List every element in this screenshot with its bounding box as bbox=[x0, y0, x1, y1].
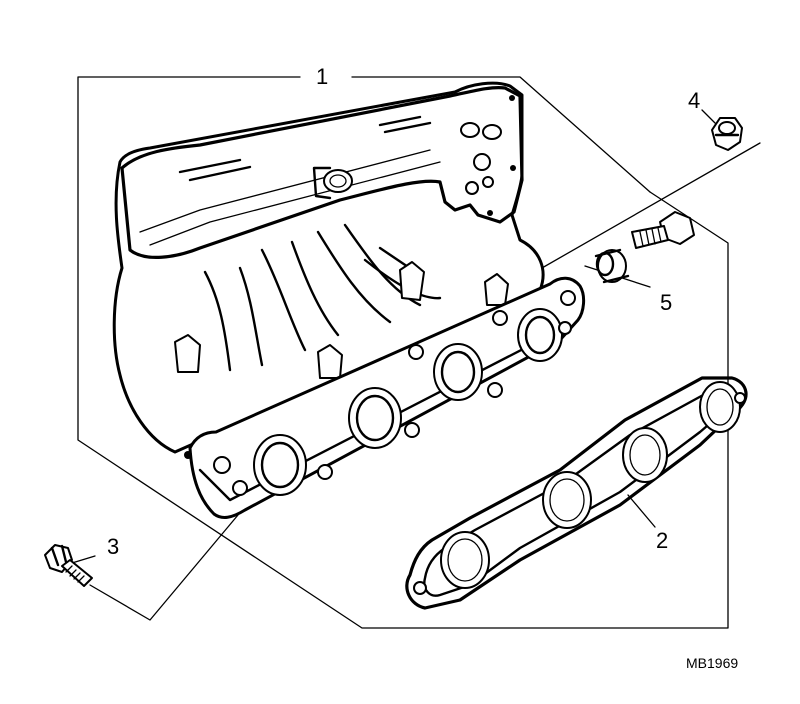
flange-dowel bbox=[184, 451, 192, 459]
callout-1-boundary-line-right bbox=[351, 76, 651, 193]
flange-hole bbox=[465, 181, 479, 195]
intake-manifold bbox=[112, 81, 545, 454]
flange-stud bbox=[482, 124, 502, 140]
manifold-gasket bbox=[405, 376, 748, 610]
flange-bolt-hole bbox=[492, 310, 508, 326]
stud-thread bbox=[639, 227, 662, 247]
callout-label-3: 3 bbox=[107, 534, 120, 559]
gasket-port-inner bbox=[549, 478, 585, 522]
callout-3-pointer-line bbox=[71, 555, 96, 564]
flange-bolt-dot bbox=[487, 210, 493, 216]
gasket-port-inner bbox=[706, 388, 734, 426]
spacer-edge bbox=[594, 248, 630, 284]
callout-2-leader-line bbox=[627, 494, 656, 528]
callout-1-boundary-line bbox=[77, 76, 729, 629]
callout-4-leader-line bbox=[534, 142, 761, 273]
manifold-ribs bbox=[178, 115, 432, 182]
nut-bore bbox=[718, 121, 736, 135]
injector-boss bbox=[317, 344, 343, 379]
flange-bolt-hole bbox=[560, 290, 576, 306]
manifold-top-rail bbox=[120, 86, 524, 259]
flange-bolt bbox=[44, 544, 93, 587]
port-bore bbox=[260, 441, 300, 489]
flange-bolt-hole bbox=[558, 321, 572, 335]
runner-2 bbox=[260, 240, 340, 352]
flange-bolt-hole bbox=[408, 344, 424, 360]
gasket-port-inner bbox=[447, 538, 483, 582]
gasket-bolt-hole bbox=[734, 392, 746, 404]
callout-label-4: 4 bbox=[688, 88, 701, 113]
injector-boss bbox=[399, 261, 425, 301]
flange-nut bbox=[711, 117, 743, 151]
manifold-boss bbox=[323, 169, 353, 193]
bolt-head-flats bbox=[50, 544, 68, 567]
flange-hole bbox=[482, 176, 494, 188]
manifold-boss-bore bbox=[329, 174, 347, 188]
flange-bolt-hole bbox=[404, 422, 420, 438]
flange-bolt-hole bbox=[232, 480, 248, 496]
flange-bolt-hole bbox=[213, 456, 231, 474]
gasket-bolt-hole bbox=[413, 581, 427, 595]
port-bore bbox=[524, 315, 556, 355]
manifold-head-flange bbox=[184, 276, 586, 519]
injector-boss bbox=[484, 273, 509, 306]
flange-bolt-hole bbox=[317, 464, 333, 480]
injector-boss bbox=[174, 334, 201, 373]
callout-label-2: 2 bbox=[656, 528, 669, 553]
leader-lines bbox=[71, 76, 761, 629]
callout-label-5: 5 bbox=[660, 290, 673, 315]
drawing-code: MB1969 bbox=[686, 655, 739, 671]
flange-bolt-dot bbox=[509, 95, 515, 101]
bolt-shank bbox=[61, 559, 93, 587]
flange-bolt-dot bbox=[510, 165, 516, 171]
stud-and-spacer bbox=[594, 211, 695, 284]
manifold-boss-edge bbox=[312, 166, 332, 200]
flange-hole bbox=[473, 153, 491, 171]
callout-4-pointer-line bbox=[701, 109, 716, 124]
flange-stud bbox=[460, 122, 480, 138]
manifold-rail-contours bbox=[139, 149, 441, 246]
bolt-thread bbox=[65, 565, 85, 583]
callout-3-leader-line bbox=[89, 514, 239, 621]
port-bore bbox=[440, 350, 476, 394]
manifold-body bbox=[112, 81, 545, 454]
gasket-outline bbox=[405, 376, 748, 610]
stud-shank bbox=[631, 225, 669, 249]
flange-bolt-hole bbox=[487, 382, 503, 398]
port-bore bbox=[355, 394, 395, 442]
gasket-port-inner bbox=[629, 434, 661, 476]
runner-1 bbox=[203, 266, 264, 372]
callout-label-1: 1 bbox=[316, 64, 329, 89]
